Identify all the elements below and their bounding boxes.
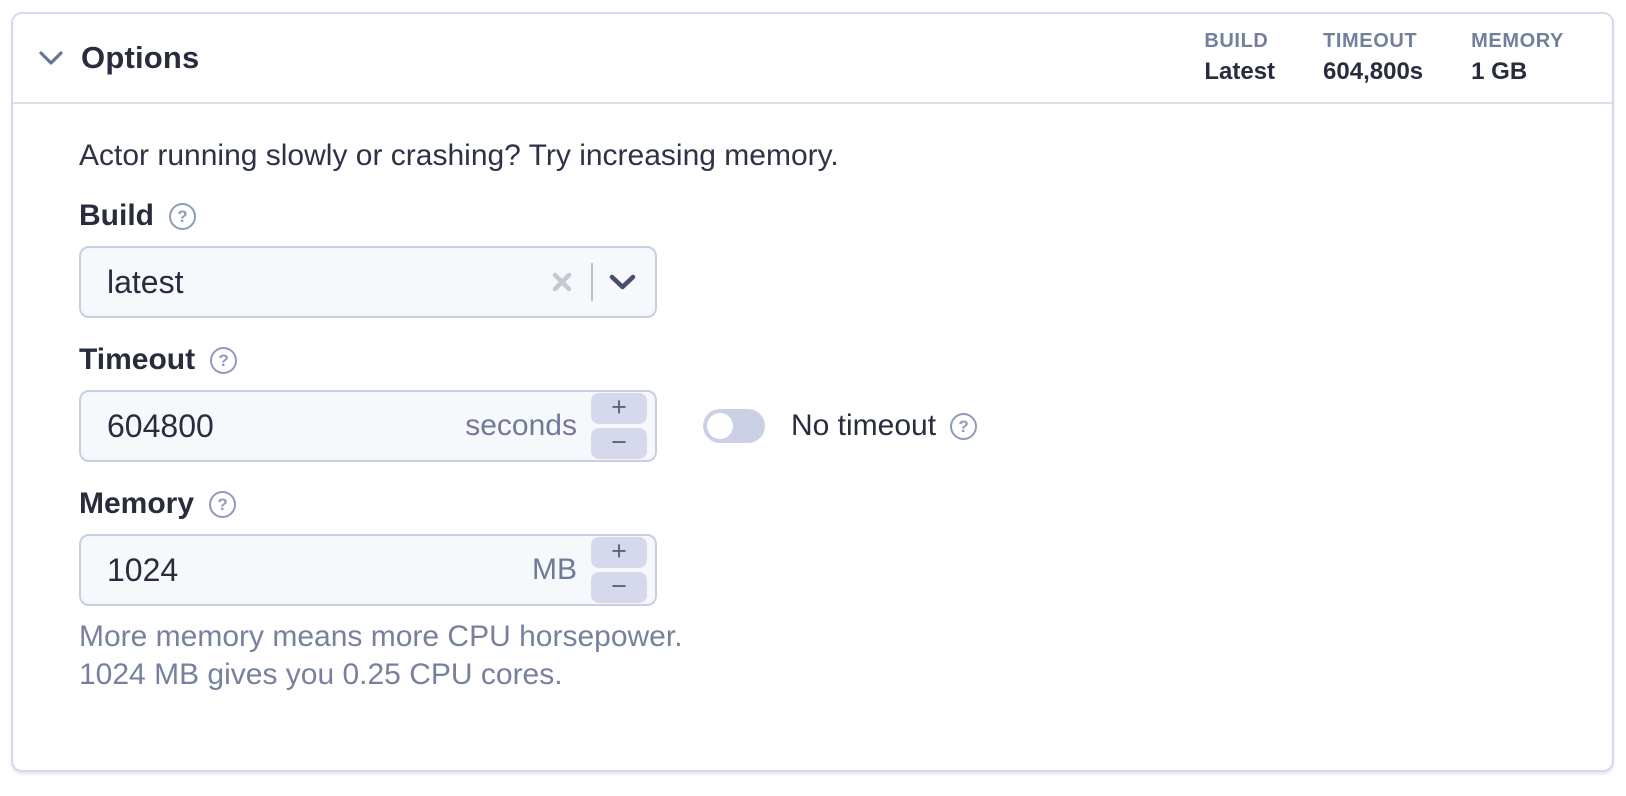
build-input[interactable] xyxy=(81,263,541,301)
summary-memory-value: 1 GB xyxy=(1471,58,1528,85)
timeout-stepper: + − xyxy=(591,393,647,459)
build-field-label: Build ? xyxy=(79,198,1546,234)
memory-stepper: + − xyxy=(591,537,647,603)
memory-input[interactable] xyxy=(81,551,532,589)
timeout-input[interactable] xyxy=(81,407,466,445)
memory-help-line2: 1024 MB gives you 0.25 CPU cores. xyxy=(79,658,563,691)
summary-memory: MEMORY 1 GB xyxy=(1471,30,1564,86)
clear-build-icon[interactable] xyxy=(541,271,583,293)
no-timeout-help-icon[interactable]: ? xyxy=(950,412,978,440)
summary-timeout-label: TIMEOUT xyxy=(1323,30,1418,52)
summary-timeout: TIMEOUT 604,800s xyxy=(1323,30,1423,86)
memory-decrement-button[interactable]: − xyxy=(591,572,647,603)
memory-help-line1: More memory means more CPU horsepower. xyxy=(79,620,683,653)
timeout-field-label: Timeout ? xyxy=(79,342,1546,378)
timeout-unit: seconds xyxy=(465,409,577,442)
memory-increment-button[interactable]: + xyxy=(591,537,647,568)
summary-build: BUILD Latest xyxy=(1204,30,1275,86)
summary-build-label: BUILD xyxy=(1204,30,1269,52)
panel-title: Options xyxy=(81,40,200,75)
summary-timeout-value: 604,800s xyxy=(1323,58,1424,85)
no-timeout-label: No timeout xyxy=(791,409,937,442)
memory-help-icon[interactable]: ? xyxy=(209,490,237,518)
timeout-label: Timeout xyxy=(79,343,196,376)
memory-field-label: Memory ? xyxy=(79,486,1546,522)
memory-help-text: More memory means more CPU horsepower. 1… xyxy=(79,618,1546,694)
options-panel: Options BUILD Latest TIMEOUT 604,800s ME… xyxy=(11,12,1614,772)
options-body: Actor running slowly or crashing? Try in… xyxy=(13,104,1612,694)
summary-memory-label: MEMORY xyxy=(1471,30,1564,52)
build-help-icon[interactable]: ? xyxy=(169,202,196,230)
combo-divider xyxy=(591,263,593,301)
toggle-knob xyxy=(707,413,733,439)
memory-unit: MB xyxy=(532,553,577,586)
timeout-input-box[interactable]: seconds + − xyxy=(79,390,657,462)
summary-build-value: Latest xyxy=(1204,58,1276,85)
build-dropdown-chevron-icon[interactable] xyxy=(601,274,650,291)
no-timeout-toggle[interactable] xyxy=(703,409,765,443)
timeout-help-icon[interactable]: ? xyxy=(210,346,238,374)
timeout-increment-button[interactable]: + xyxy=(591,393,647,424)
build-label: Build xyxy=(79,199,154,232)
timeout-decrement-button[interactable]: − xyxy=(591,428,647,459)
memory-hint-text: Actor running slowly or crashing? Try in… xyxy=(79,139,839,172)
build-select[interactable] xyxy=(79,246,657,318)
memory-label: Memory xyxy=(79,487,195,520)
memory-input-box[interactable]: MB + − xyxy=(79,534,657,606)
options-header[interactable]: Options BUILD Latest TIMEOUT 604,800s ME… xyxy=(13,14,1612,104)
collapse-chevron-icon[interactable] xyxy=(39,46,63,70)
header-summary: BUILD Latest TIMEOUT 604,800s MEMORY 1 G… xyxy=(1204,30,1564,86)
